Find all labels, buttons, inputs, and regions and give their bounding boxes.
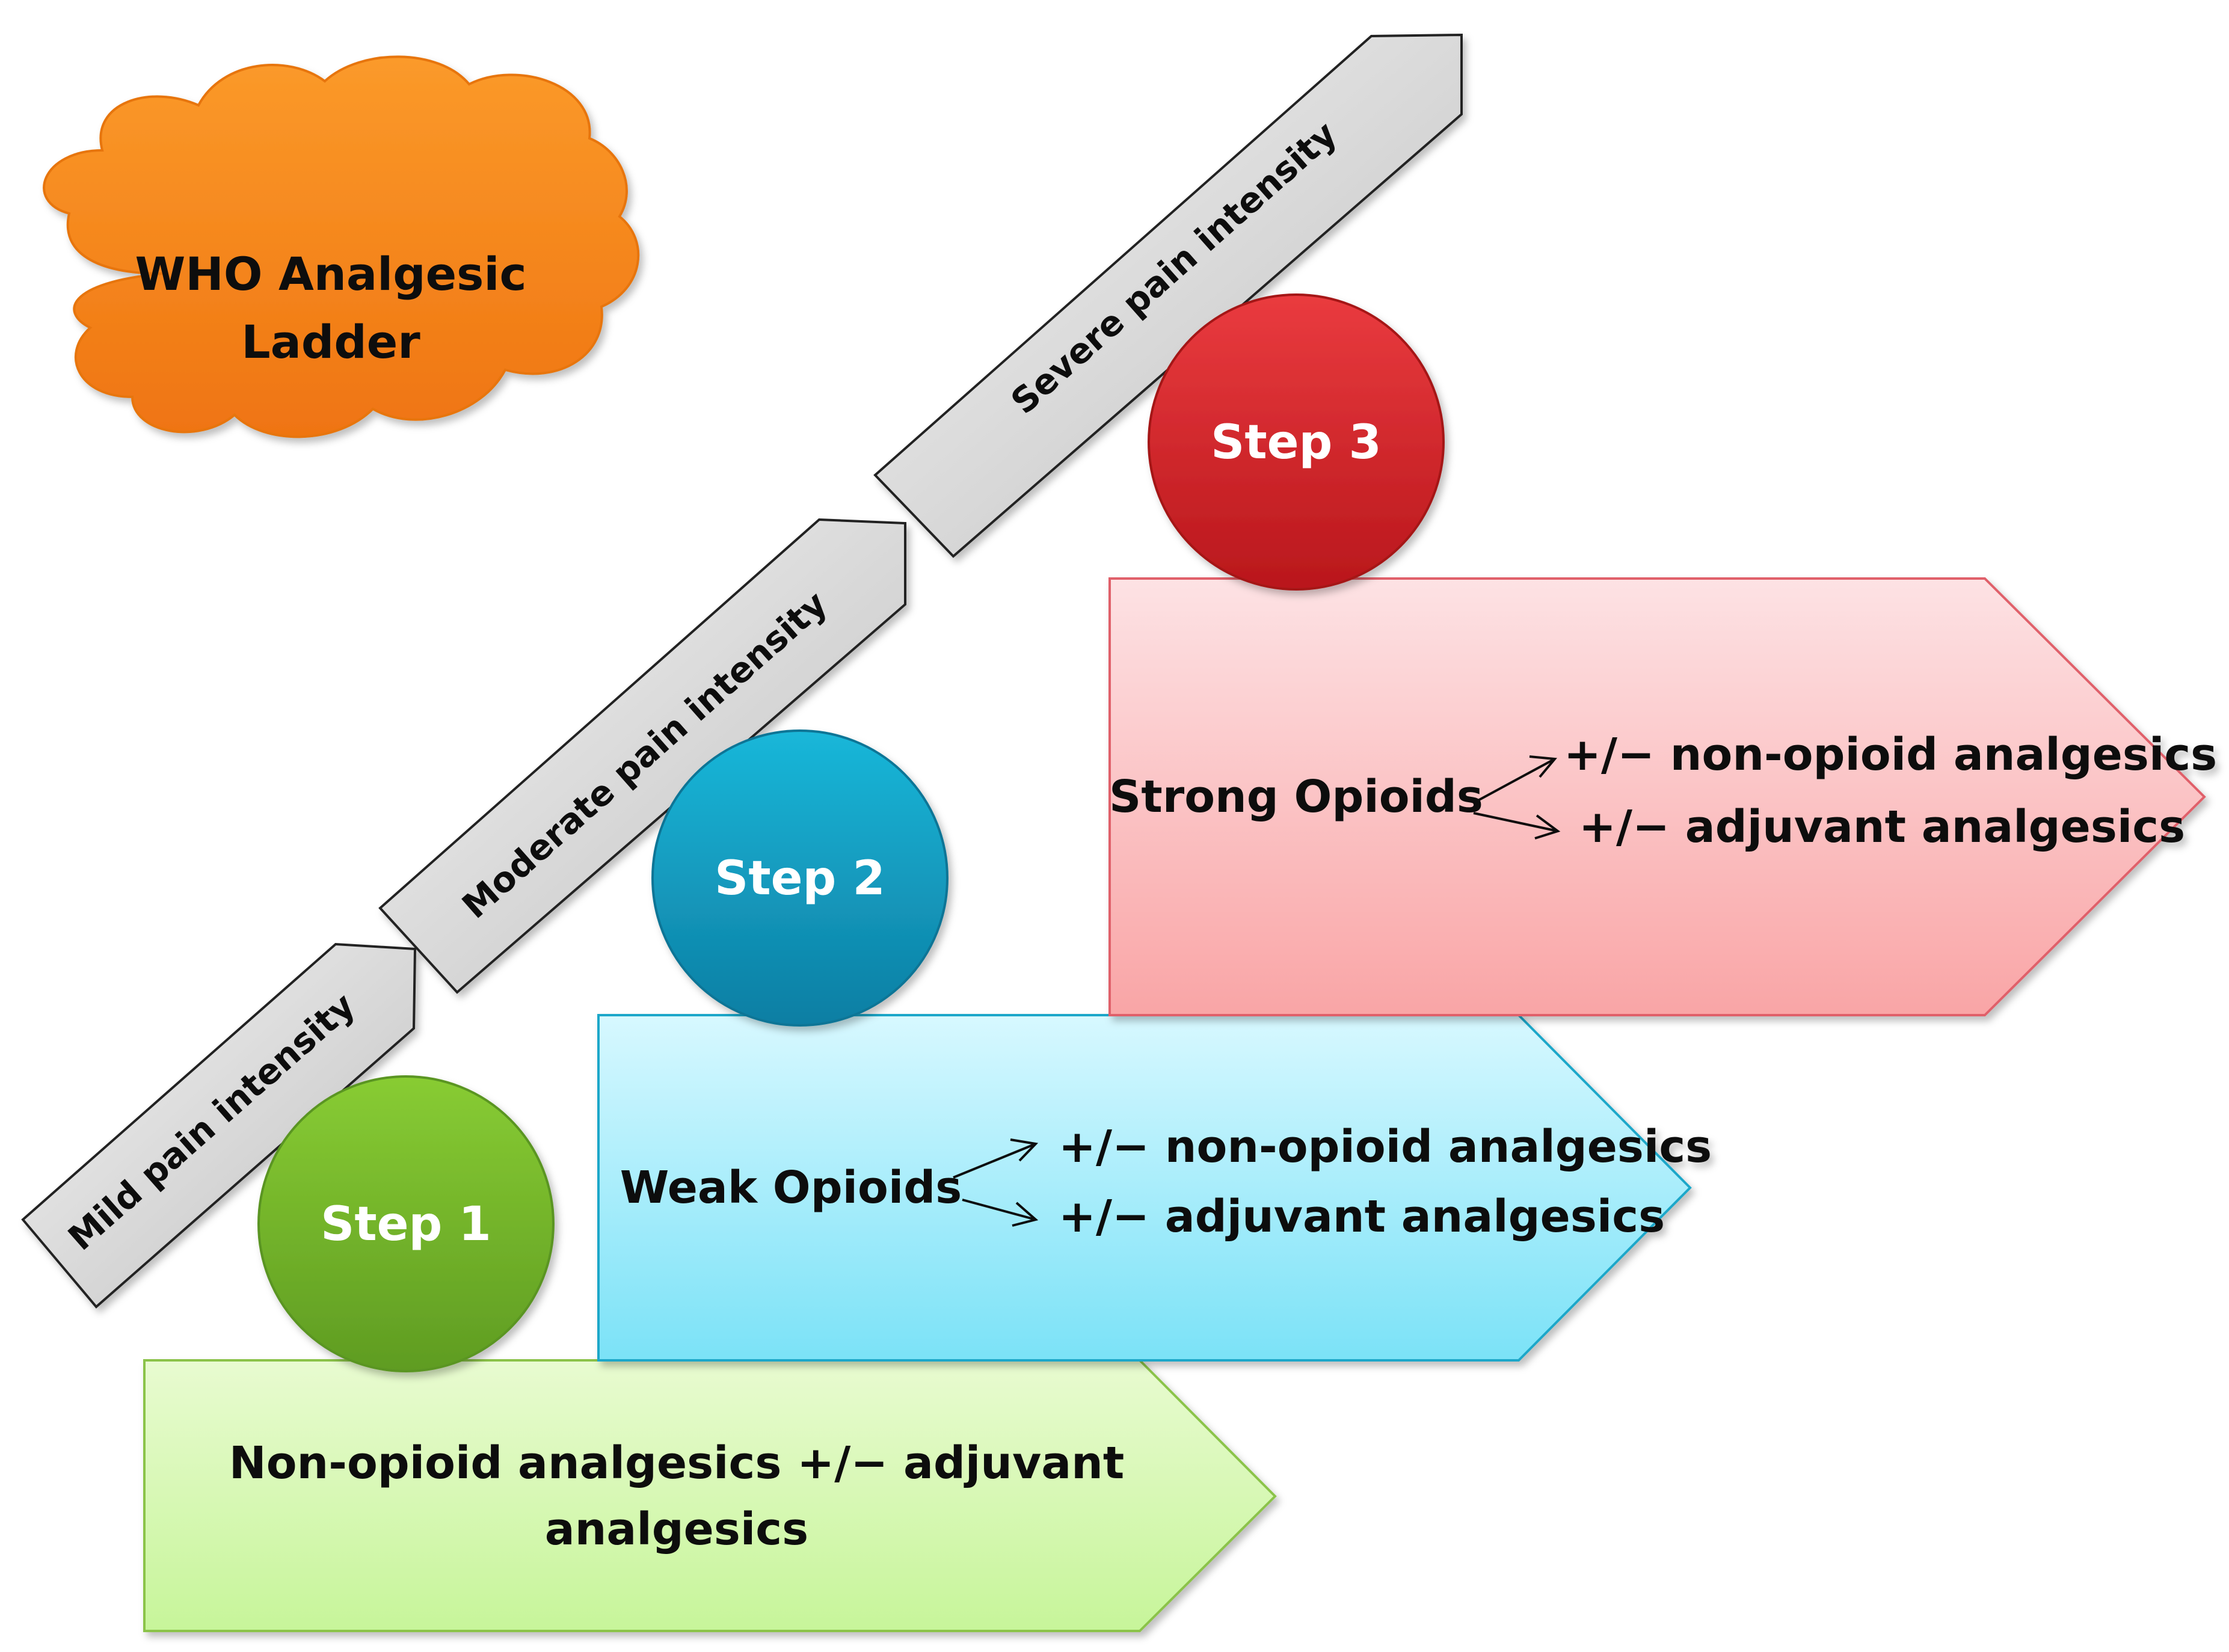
step3-branch-arrows xyxy=(1473,755,1561,840)
mild-arrow xyxy=(21,942,417,1309)
step2-box: Weak Opioids +/− non-opioid analgesics +… xyxy=(597,1014,1712,1362)
step2-main-text: Weak Opioids xyxy=(620,1162,962,1214)
step2-branch-arrows xyxy=(953,1138,1039,1227)
step1-text-line-2: analgesics xyxy=(545,1503,808,1555)
step1-circle: Step 1 xyxy=(257,1075,555,1372)
step3-option-2: +/− adjuvant analgesics xyxy=(1579,801,2185,853)
step3-circle: Step 3 xyxy=(1148,293,1445,591)
step3-label: Step 3 xyxy=(1211,416,1382,470)
title-line-1: WHO Analgesic xyxy=(135,247,526,301)
step2-label: Step 2 xyxy=(715,852,885,906)
step1-box-shape xyxy=(143,1359,1277,1632)
step3-box-shape xyxy=(1108,577,2206,1016)
step2-circle: Step 2 xyxy=(651,729,948,1027)
title-cloud: WHO Analgesic Ladder xyxy=(43,55,640,438)
step1-text-line-1: Non-opioid analgesics +/− adjuvant xyxy=(229,1437,1124,1489)
step2-option-1: +/− non-opioid analgesics xyxy=(1059,1121,1712,1173)
step3-box: Strong Opioids +/− non-opioid analgesics… xyxy=(1108,577,2217,1016)
moderate-arrow xyxy=(378,518,906,994)
cloud-shape xyxy=(43,55,640,438)
step1-box: Non-opioid analgesics +/− adjuvant analg… xyxy=(143,1359,1277,1632)
step3-option-1: +/− non-opioid analgesics xyxy=(1564,729,2217,781)
step2-option-2: +/− adjuvant analgesics xyxy=(1059,1191,1665,1242)
step3-main-text: Strong Opioids xyxy=(1109,771,1483,823)
severe-arrow xyxy=(873,33,1463,558)
step1-label: Step 1 xyxy=(321,1197,491,1251)
title-line-2: Ladder xyxy=(241,315,420,369)
